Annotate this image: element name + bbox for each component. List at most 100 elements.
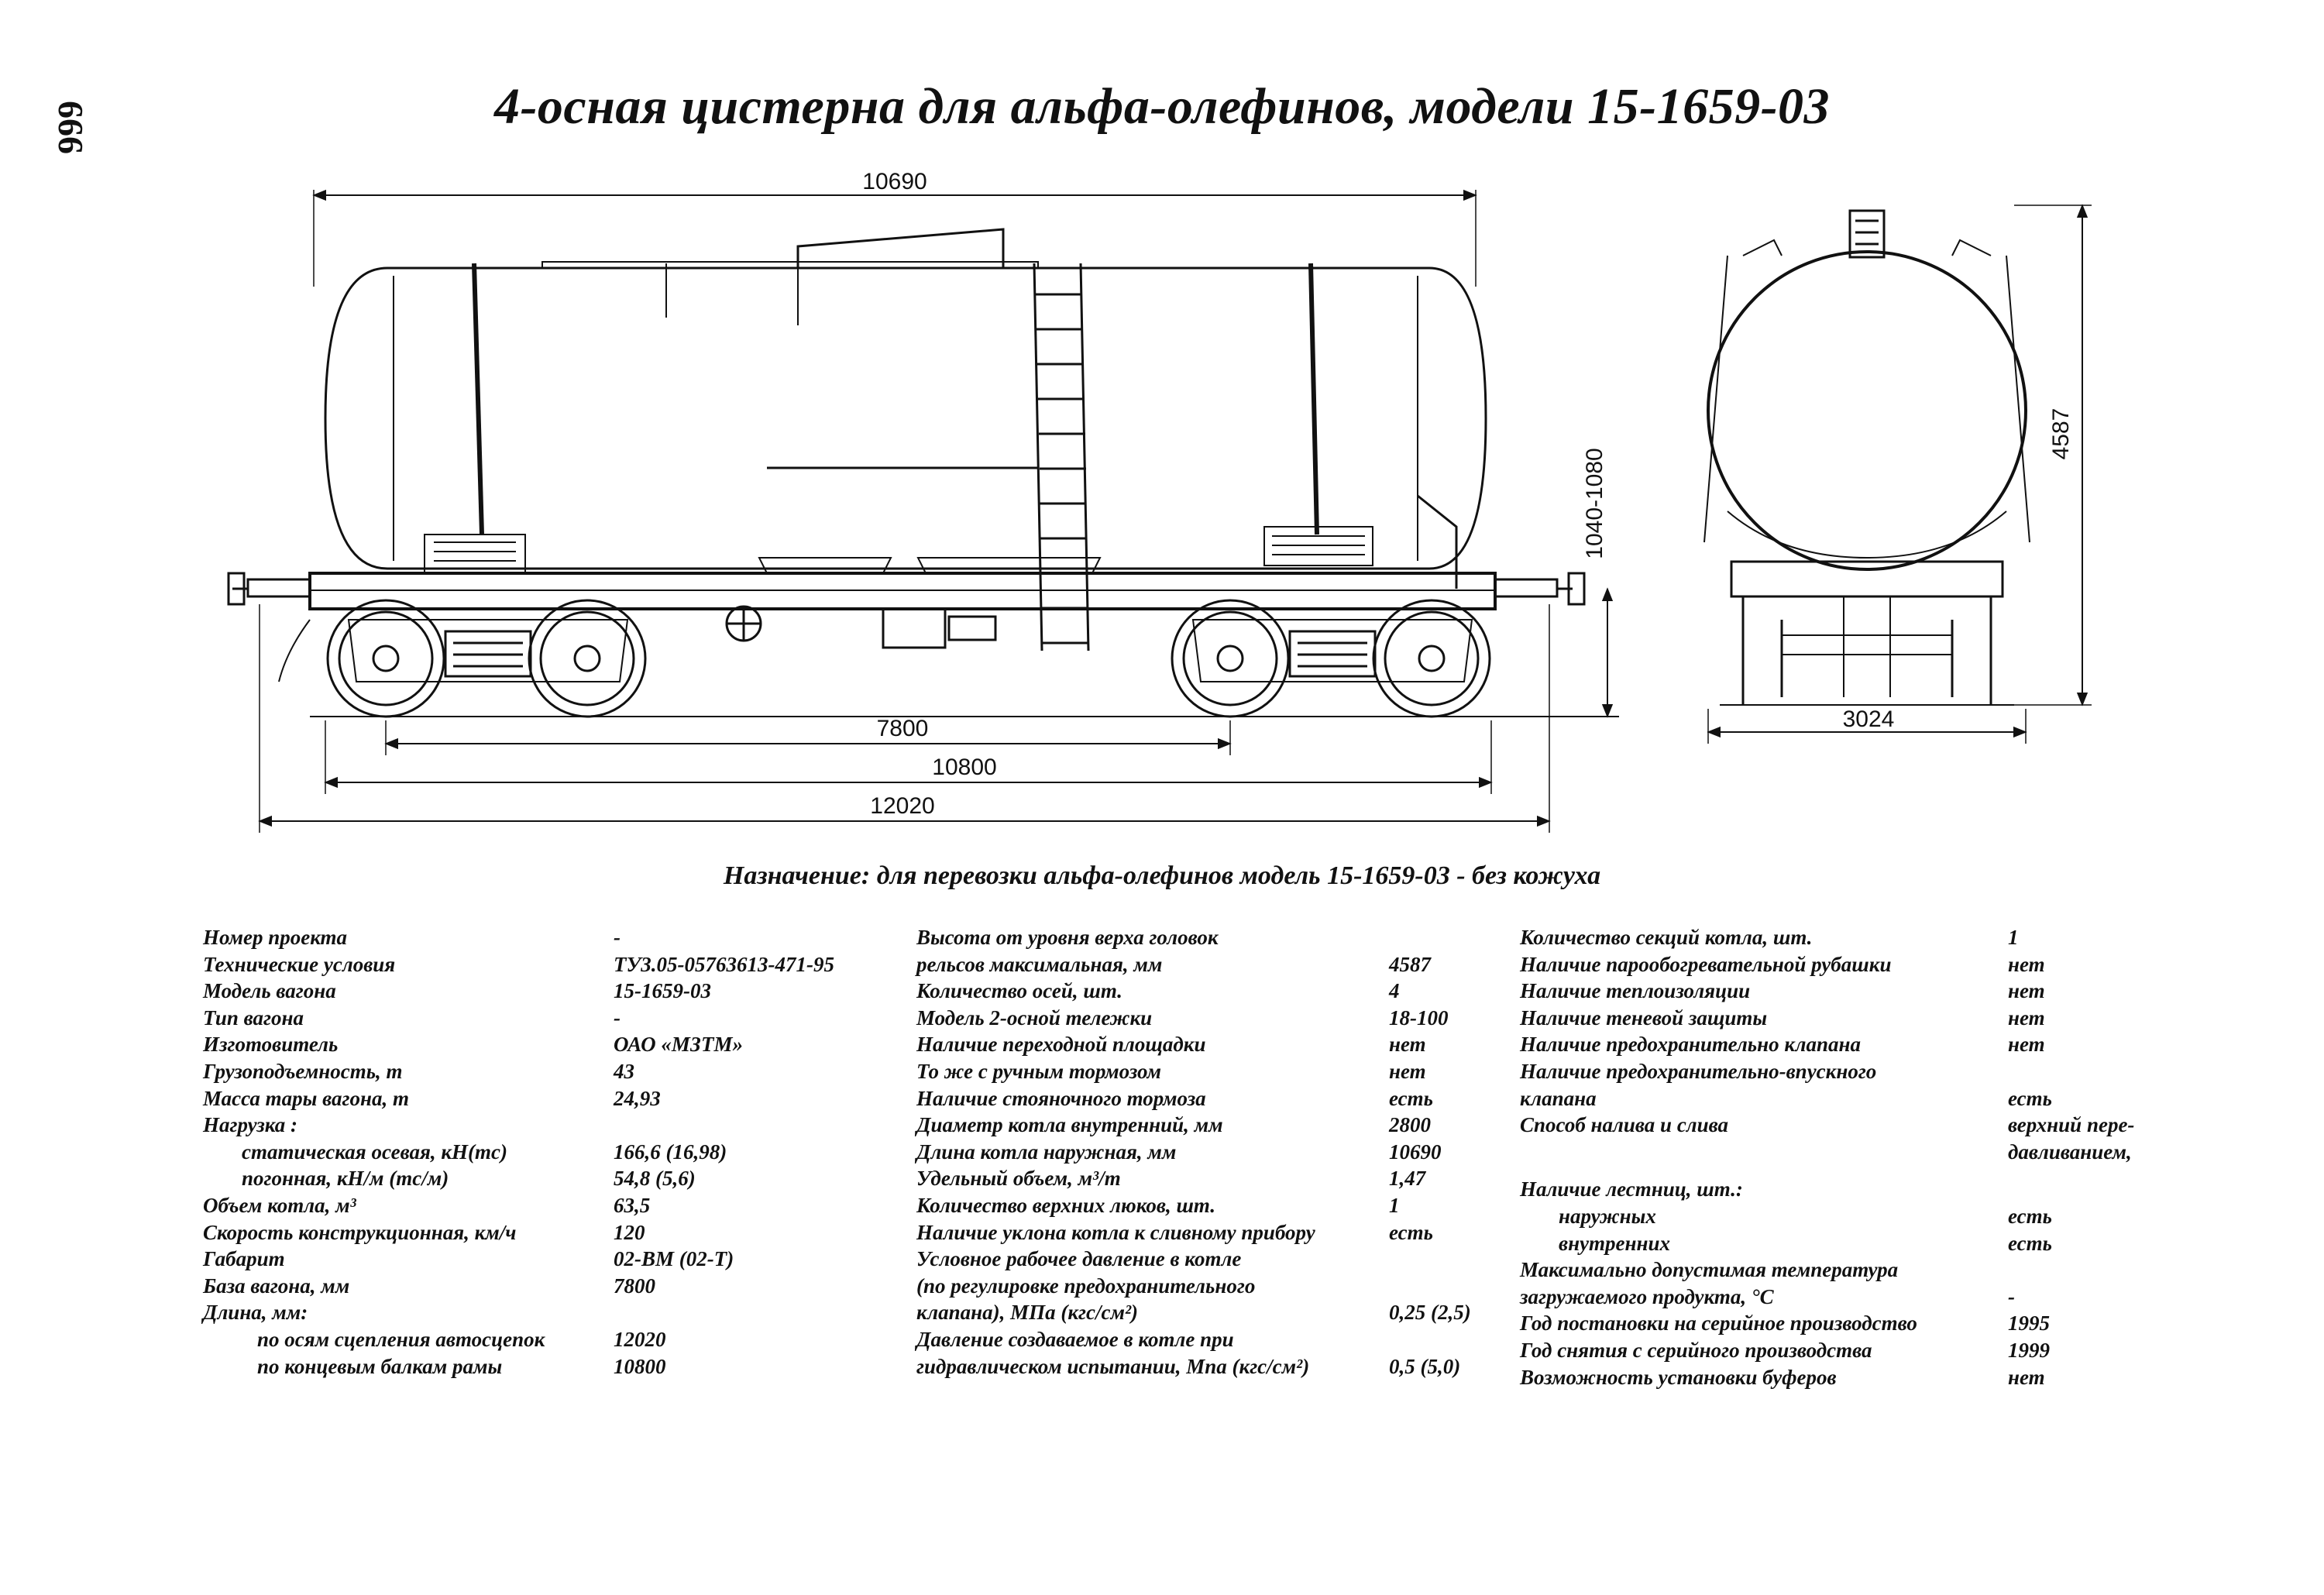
spec-label: Год постановки на серийное производство: [1520, 1311, 1917, 1335]
spec-value: 18-100: [1389, 1005, 1449, 1030]
spec-label: Технические условия: [203, 952, 396, 976]
spec-value: 120: [614, 1220, 645, 1244]
spec-label: Длина, мм:: [203, 1301, 308, 1325]
spec-value: 63,5: [614, 1193, 651, 1217]
dim-tank-length: 10690: [862, 169, 927, 194]
spec-label: Нагрузка :: [203, 1113, 298, 1137]
spec-value: нет: [2008, 1033, 2045, 1057]
dim-coupler-length: 12020: [870, 793, 934, 819]
spec-label: гидравлическом испытании, Мпа (кгс/см²): [916, 1354, 1310, 1378]
spec-label: Наличие теневой защиты: [1520, 1005, 1768, 1030]
spec-label: Способ налива и слива: [1520, 1113, 1729, 1137]
spec-label: Объем котла, м³: [203, 1193, 356, 1217]
spec-value: верхний пере-: [2008, 1113, 2135, 1137]
spec-value: 1995: [2008, 1311, 2050, 1335]
spec-label: Диаметр котла внутренний, мм: [916, 1113, 1223, 1137]
dim-width: 3024: [1843, 706, 1895, 732]
spec-label: Наличие стояночного тормоза: [916, 1086, 1206, 1110]
spec-value: 166,6 (16,98): [614, 1140, 727, 1164]
spec-label: внутренних: [1559, 1231, 1671, 1255]
spec-value: -: [614, 1005, 621, 1030]
spec-label: Длина котла наружная, мм: [916, 1140, 1177, 1164]
spec-label: Количество осей, шт.: [916, 979, 1122, 1003]
spec-label: загружаемого продукта, °С: [1520, 1284, 1774, 1308]
spec-label: Скорость конструкционная, км/ч: [203, 1220, 517, 1244]
spec-value: ТУ3.05-05763613-471-95: [614, 952, 835, 976]
spec-value: 1999: [2008, 1338, 2050, 1362]
spec-label: Наличие уклона котла к сливному прибору: [916, 1220, 1315, 1244]
spec-label: погонная, кН/м (тс/м): [242, 1167, 449, 1191]
spec-label: Условное рабочее давление в котле: [916, 1247, 1242, 1271]
spec-label: Модель 2-осной тележки: [916, 1005, 1153, 1030]
spec-label: То же с ручным тормозом: [916, 1059, 1161, 1083]
spec-label: Количество секций котла, шт.: [1520, 926, 1813, 949]
spec-label: Номер проекта: [203, 926, 348, 949]
spec-value: 15-1659-03: [614, 979, 711, 1003]
spec-value: -: [614, 926, 621, 949]
spec-value: 2800: [1389, 1113, 1431, 1137]
purpose-line: Назначение: для перевозки альфа-олефинов…: [723, 861, 1601, 890]
spec-value: 0,5 (5,0): [1389, 1354, 1461, 1378]
spec-value: 02-ВМ (02-Т): [614, 1247, 734, 1271]
spec-value: нет: [2008, 1365, 2045, 1389]
spec-value: 7800: [614, 1274, 655, 1298]
spec-value: -: [2008, 1284, 2015, 1308]
spec-label: по концевым балкам рамы: [257, 1354, 503, 1378]
spec-label: Наличие предохранительно-впускного: [1520, 1059, 1877, 1083]
spec-label: по осям сцепления автосцепок: [257, 1327, 545, 1351]
tank-car-drawing: 10690 7800 10800 12020 1040-1080 4587 30…: [227, 169, 2092, 833]
spec-label: Давление создаваемое в котле при: [916, 1327, 1234, 1351]
dim-height: 4587: [2048, 408, 2074, 460]
spec-label: рельсов максимальная, мм: [916, 952, 1163, 976]
spec-value: 43: [614, 1059, 634, 1083]
spec-label: Изготовитель: [203, 1033, 339, 1057]
dim-base: 7800: [877, 716, 929, 741]
spec-value: ОАО «МЗТМ»: [614, 1033, 744, 1057]
spec-label: Наличие переходной площадки: [916, 1033, 1206, 1057]
spec-label: Максимально допустимая температура: [1520, 1258, 1899, 1282]
spec-label: Год снятия с серийного производства: [1520, 1338, 1872, 1362]
spec-value: 4: [1389, 979, 1400, 1003]
spec-value: нет: [2008, 1005, 2045, 1030]
spec-value: нет: [2008, 952, 2045, 976]
spec-label: (по регулировке предохранительного: [916, 1274, 1256, 1298]
dim-frame-length: 10800: [932, 755, 996, 780]
spec-label: Высота от уровня верха головок: [916, 926, 1219, 949]
spec-value: 24,93: [614, 1086, 661, 1110]
spec-value: 12020: [614, 1327, 666, 1351]
spec-value: есть: [1389, 1220, 1433, 1244]
spec-label: Наличие парообогревательной рубашки: [1520, 952, 1892, 976]
spec-value: нет: [1389, 1059, 1426, 1083]
spec-label: клапана), МПа (кгс/см²): [916, 1301, 1139, 1325]
spec-value: 1,47: [1389, 1167, 1426, 1191]
spec-value: давливанием,: [2008, 1140, 2132, 1164]
spec-label: Количество верхних люков, шт.: [916, 1193, 1216, 1217]
spec-label: Наличие лестниц, шт.:: [1520, 1177, 1743, 1201]
spec-value: нет: [1389, 1033, 1426, 1057]
spec-value: 0,25 (2,5): [1389, 1301, 1471, 1325]
spec-label: Удельный объем, м³/т: [916, 1167, 1121, 1191]
spec-value: нет: [2008, 979, 2045, 1003]
spec-label: клапана: [1520, 1086, 1597, 1110]
spec-label: Масса тары вагона, т: [203, 1086, 409, 1110]
spec-label: Модель вагона: [203, 979, 336, 1003]
spec-label: Наличие теплоизоляции: [1520, 979, 1751, 1003]
spec-label: Грузоподъемность, т: [203, 1059, 403, 1083]
spec-value: 10690: [1389, 1140, 1442, 1164]
page-title: 4-осная цистерна для альфа-олефинов, мод…: [493, 78, 1831, 135]
spec-label: наружных: [1559, 1204, 1656, 1228]
spec-value: есть: [2008, 1204, 2052, 1228]
dim-coupler-height: 1040-1080: [1582, 448, 1607, 559]
spec-value: 1: [2008, 926, 2019, 949]
spec-label: Тип вагона: [203, 1005, 304, 1030]
spec-label: Наличие предохранительно клапана: [1520, 1033, 1861, 1057]
spec-value: 4587: [1389, 952, 1431, 976]
spec-label: Габарит: [203, 1247, 285, 1271]
spec-value: есть: [2008, 1086, 2052, 1110]
spec-value: 10800: [614, 1354, 666, 1378]
spec-label: статическая осевая, кН(тс): [242, 1140, 508, 1164]
spec-value: 54,8 (5,6): [614, 1167, 696, 1191]
spec-value: есть: [2008, 1231, 2052, 1255]
spec-value: есть: [1389, 1086, 1433, 1110]
spec-label: База вагона, мм: [203, 1274, 350, 1298]
